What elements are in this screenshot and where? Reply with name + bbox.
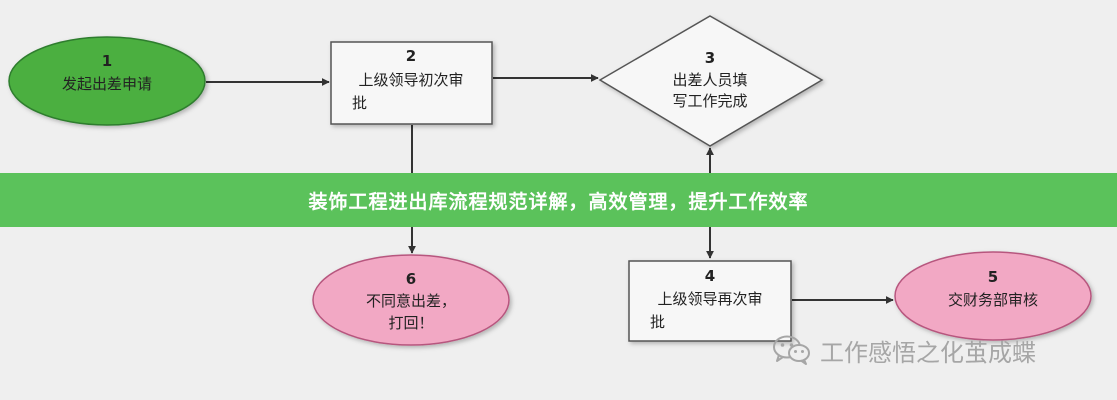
node-1-number: 1 — [102, 52, 112, 70]
node-6-shape — [312, 254, 510, 346]
node-3-number: 3 — [705, 49, 715, 67]
node-5-shape — [894, 251, 1092, 341]
node-3-fill-work-report: 3 出差人员填 写工作完成 — [598, 15, 824, 147]
node-3-label-line1: 出差人员填 — [672, 71, 747, 89]
node-4-label-line2: 批 — [650, 313, 665, 331]
node-6-label-line1: 不同意出差， — [366, 292, 456, 310]
node-4-number: 4 — [705, 267, 715, 285]
node-2-label-line1: 上级领导初次审 — [358, 71, 463, 89]
node-5-label: 交财务部审核 — [948, 291, 1038, 309]
node-2-label-line2: 批 — [352, 94, 367, 112]
banner-title: 装饰工程进出库流程规范详解，高效管理，提升工作效率 — [308, 190, 809, 213]
node-2-shape — [330, 41, 493, 125]
node-6-number: 6 — [406, 270, 416, 288]
node-2-number: 2 — [406, 47, 416, 65]
node-4-shape — [628, 260, 792, 342]
title-banner: 装饰工程进出库流程规范详解，高效管理，提升工作效率 — [0, 173, 1117, 227]
node-6-label-line2: 打回！ — [388, 314, 433, 332]
node-5-finance-review: 5 交财务部审核 — [894, 251, 1092, 341]
node-1-shape — [8, 36, 206, 126]
node-3-shape — [598, 15, 824, 147]
node-6-rejected: 6 不同意出差， 打回！ — [312, 254, 510, 346]
node-2-first-approval: 2 上级领导初次审 批 — [330, 41, 493, 125]
watermark: 工作感悟之化茧成蝶 — [772, 332, 1036, 368]
node-5-number: 5 — [988, 268, 998, 286]
wechat-icon — [773, 335, 810, 365]
node-1-label: 发起出差申请 — [62, 75, 152, 93]
node-3-label-line2: 写工作完成 — [672, 92, 747, 110]
node-1-submit-request: 1 发起出差申请 — [8, 36, 206, 126]
node-4-label-line1: 上级领导再次审 — [657, 290, 762, 308]
watermark-text: 工作感悟之化茧成蝶 — [820, 338, 1036, 367]
node-4-second-approval: 4 上级领导再次审 批 — [628, 260, 792, 342]
